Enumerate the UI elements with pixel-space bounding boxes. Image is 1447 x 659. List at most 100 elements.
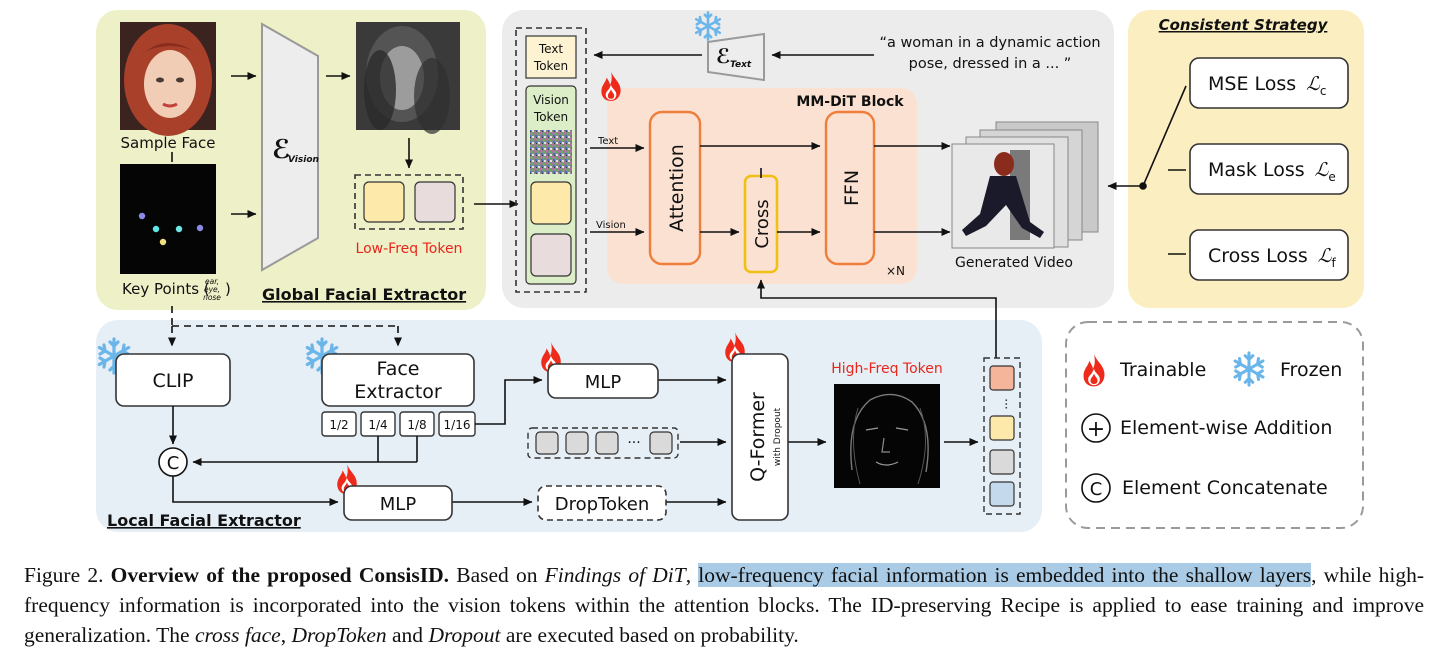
svg-text:Vision: Vision [288,155,319,165]
caption-dropout: Dropout [428,623,501,647]
scale-boxes: 1/2 1/4 1/8 1/16 [321,411,476,437]
face-extractor-label-2: Extractor [354,381,442,403]
legend-panel [1065,321,1364,529]
global-extractor-title: Global Facial Extractor [262,285,466,304]
concat-symbol: C [167,453,180,474]
face-extractor-label-1: Face [377,358,420,380]
vision-stream-label: Vision [596,220,626,231]
key-points-label: Key Points ( [122,280,210,298]
low-freq-token-yellow [363,181,405,223]
svg-text:eye,: eye, [204,285,220,294]
cross-label: Cross [752,199,773,248]
key-points-sublabels: ear, eye, nose [203,277,221,302]
caption-droptoken: DropToken [291,623,387,647]
text-token-label-1: Text [538,42,564,56]
text-stream-label: Text [597,136,618,147]
local-extractor-title: Local Facial Extractor [107,511,301,530]
legend-addition-label: Element-wise Addition [1120,417,1332,439]
text-prompt-line-1: “a woman in a dynamic action [879,35,1100,51]
caption-text-5: and [386,623,429,647]
clip-label: CLIP [153,370,194,392]
legend-concat-icon [1081,473,1111,503]
caption-text-1: Based on [449,563,545,587]
caption-cross-face: cross face [194,623,281,647]
text-token-box [525,35,577,79]
mlp-bottom-label: MLP [380,494,417,515]
vision-token-pink [530,233,572,277]
strategy-link-line [1142,85,1187,187]
scale-1-16: 1/16 [444,418,471,432]
sample-face-label: Sample Face [121,134,216,152]
svg-text:···: ··· [627,435,640,451]
low-freq-token-label: Low-Freq Token [356,241,463,257]
arrow-scale-to-mlp-top [475,376,543,425]
legend-plus-icon [1081,413,1111,443]
caption-title: Overview of the proposed ConsisID. [110,563,450,587]
generated-video-frames [951,121,1099,249]
token-stack-group [515,27,587,293]
query-tokens-group: ··· [527,427,679,459]
drop-token-box [537,485,667,521]
mlp-top-box [547,363,659,399]
high-freq-token-stack: ··· [983,357,1021,515]
caption-text-3: , while high-frequency information is in… [24,563,1424,647]
arrow-tokens-to-cross [757,279,997,358]
caption-highlight: low-frequency facial information is embe… [698,563,1312,587]
figure-caption: Figure 2. Overview of the proposed Consi… [24,560,1424,650]
caption-text-2: , [685,563,699,587]
text-token-label-2: Token [533,59,568,73]
caption-text-6: are executed based on probability. [500,623,799,647]
generated-video-label: Generated Video [955,255,1073,271]
text-encoder: ℰ Text [707,32,765,82]
consistent-strategy-title: Consistent Strategy [1159,16,1329,34]
caption-findings: Findings of DiT [544,563,686,587]
legend-trainable-label: Trainable [1119,359,1206,381]
arrow-concat-to-mlp [172,476,339,506]
mmdit-block-title: MM-DiT Block [796,94,904,110]
vision-token-label-2: Token [533,110,568,124]
drop-token-label: DropToken [555,494,650,515]
face-extractor-box [321,353,475,407]
high-freq-token-label: High-Freq Token [831,361,943,377]
consisid-overview-diagram: Sample Face Key Points ( ear, eye, nose … [96,10,1364,532]
svg-text:nose: nose [203,293,221,302]
caption-label: Figure 2. [24,563,104,587]
svg-text:ℰ: ℰ [272,135,291,165]
qformer-label: Q-Former [747,392,769,482]
high-freq-face-image [834,384,940,488]
scale-1-4: 1/4 [368,418,387,432]
svg-text:···: ··· [999,398,1013,409]
attention-label: Attention [666,144,688,232]
scale-1-8: 1/8 [407,418,426,432]
low-freq-token-pink [414,181,456,223]
key-points-image [120,164,216,274]
vision-encoder: ℰ Vision [261,22,319,272]
vision-noise-token [530,130,572,174]
ffn-block [824,110,876,266]
attention-block [648,110,702,266]
svg-text:ear,: ear, [205,277,219,286]
low-freq-token-group [354,174,464,230]
legend-concat-symbol: C [1090,479,1103,500]
caption-text-4: , [280,623,292,647]
repeat-label: ×N [886,264,905,278]
qformer-sub-label: with Dropout [773,407,783,466]
low-freq-face-image [356,22,460,134]
key-points-close: ) [225,280,231,298]
scale-1-2: 1/2 [329,418,348,432]
svg-text:ℰ: ℰ [716,44,731,68]
vision-token-yellow [530,181,572,225]
legend-frozen-label: Frozen [1280,359,1342,381]
svg-text:Text: Text [730,60,752,70]
mlp-bottom-box [343,485,453,521]
strategy-dot [1139,182,1147,190]
sample-face-image [120,22,216,136]
mlp-top-label: MLP [585,372,622,393]
legend-plus-symbol: + [1087,417,1105,442]
qformer-box [731,353,789,521]
